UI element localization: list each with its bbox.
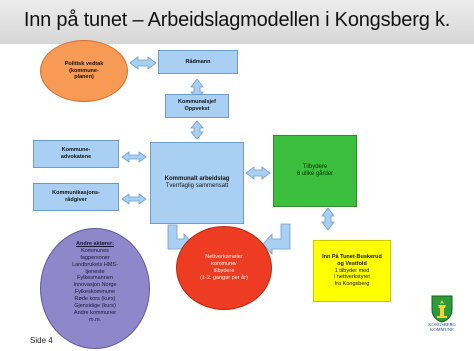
andre-item-6: Innovasjon Norge [73, 282, 117, 289]
double-arrow-advokatene-arbeidslag [121, 151, 147, 163]
nettverk-line-3: tilbydere [213, 268, 235, 274]
kommunikasjon-line-1: Kommunikasjons- [52, 190, 100, 197]
kommunikasjon-line-2: rådgiver [65, 197, 87, 203]
advokatene-box: Kommune- advokatene [33, 140, 119, 168]
radmann-box: Rådmann [158, 50, 238, 74]
kongsberg-shield-icon [431, 295, 453, 323]
andre-item-7: Fylkeskommune [74, 289, 116, 296]
buskerud-line-4: i nettverkstyret [334, 274, 370, 281]
andre-item-10: Andre kommuner [73, 309, 117, 316]
double-arrow-tilbydere-buskerud [321, 207, 335, 231]
arbeidslag-box: Kommunalt arbeidslag Tverrfaglig sammens… [150, 142, 244, 224]
politisk-line-1: Politisk vedtak [64, 60, 104, 67]
double-arrow-politisk-radmann [129, 56, 157, 70]
buskerud-line-1: Inn På Tunet-Buskerud [322, 253, 382, 260]
kommunalsjef-line-2: Oppvekst [184, 106, 210, 112]
tilbydere-line-1: Tilbydere [302, 163, 328, 170]
nettverk-line-2: kommune/ [211, 261, 237, 268]
arbeidslag-line-2: Tverrfaglig sammensatt [165, 183, 229, 189]
logo-line-1: KONGSBERG [428, 322, 456, 327]
kommunikasjon-box: Kommunikasjons- rådgiver [33, 183, 119, 211]
kongsberg-logo: KONGSBERG KOMMUNE [420, 295, 464, 351]
tilbydere-line-2: 6 ulike gårder [296, 171, 334, 177]
nettverksmoter-oval: Nettverksmøter kommune/ tilbydere (1-2. … [176, 226, 272, 310]
andre-item-4: tjeneste [85, 268, 105, 275]
double-arrow-arbeidslag-tilbydere [245, 166, 271, 180]
title-bar: Inn på tunet – Arbeidslagmodellen i Kong… [0, 0, 474, 44]
nettverk-line-4: (1-2. ganger per år) [200, 274, 248, 281]
page-label: Side 4 [30, 336, 53, 345]
andre-aktorer-oval: Andre aktører: Kommunes fagpersoner Land… [40, 228, 150, 349]
politisk-line-2: (kommune- [69, 67, 99, 74]
bent-arrow-tilbydere-nettverk [262, 223, 291, 256]
andre-aktorer-title: Andre aktører: [76, 241, 114, 247]
politisk-vedtak-oval: Politisk vedtak (kommune- planen) [40, 40, 128, 102]
buskerud-line-5: fra Kongsberg [334, 281, 370, 288]
andre-item-9: Gjensidige (kurs) [74, 302, 116, 309]
andre-item-2: fagpersoner [80, 254, 110, 261]
tilbydere-box: Tilbydere 6 ulike gårder [273, 135, 357, 207]
andre-item-5: Fylkesmannen [77, 275, 113, 282]
buskerud-line-2: og Vestfold [337, 260, 367, 267]
kommunalsjef-box: Kommunalsjef Oppvekst [165, 94, 229, 118]
buskerud-line-3: 1 tilbyder med [334, 267, 370, 274]
andre-item-1: Kommunes [81, 247, 109, 254]
radmann-label: Rådmann [185, 58, 211, 65]
buskerud-vestfold-box: Inn På Tunet-Buskerud og Vestfold 1 tilb… [313, 240, 391, 302]
nettverk-line-1: Nettverksmøter [205, 254, 243, 261]
andre-item-8: Røde kors (kurs) [74, 296, 116, 302]
advokatene-line-1: Kommune- [61, 147, 91, 154]
double-arrow-kommunikasjon-arbeidslag [121, 193, 147, 205]
arbeidslag-line-1: Kommunalt arbeidslag [164, 175, 230, 182]
slide-title: Inn på tunet – Arbeidslagmodellen i Kong… [23, 9, 451, 31]
andre-item-11: m.m. [88, 316, 102, 323]
kommunalsjef-line-1: Kommunalsjef [178, 99, 216, 106]
double-arrow-kommunalsjef-arbeidslag [190, 120, 204, 140]
advokatene-line-2: advokatene [60, 154, 92, 160]
andre-item-3: Landbrukets HMS- [72, 261, 118, 268]
politisk-line-3: planen) [74, 74, 94, 81]
logo-line-2: KOMMUNE [430, 326, 454, 332]
